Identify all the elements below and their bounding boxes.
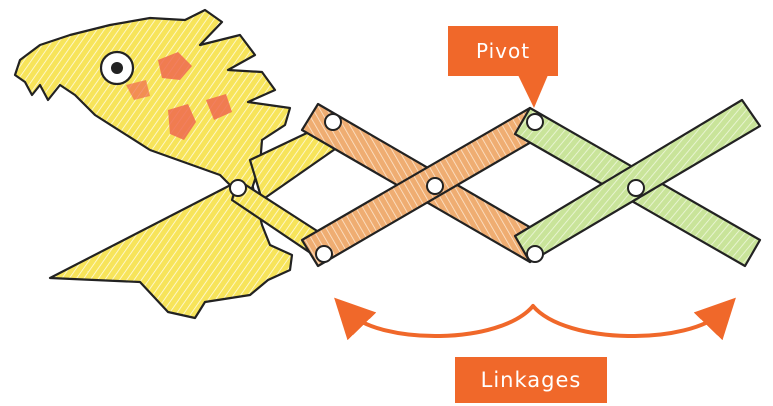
fish-spot (168, 104, 196, 140)
linkages-arrow (334, 297, 535, 341)
linkages-label-text: Linkages (480, 368, 582, 392)
fish-pupil (111, 62, 123, 74)
fish-tail (48, 173, 294, 320)
pivot-pointer (518, 75, 548, 108)
pivot-hole (315, 245, 333, 263)
fish-spot (126, 80, 150, 100)
pivot-label-text: Pivot (475, 39, 531, 63)
fish-head (13, 8, 292, 202)
pivot-hole (627, 179, 645, 197)
pivot-hole (526, 245, 544, 263)
pivot-hole (229, 179, 247, 197)
pivot-hole (324, 113, 342, 131)
linkages-label: Linkages (455, 357, 607, 403)
pivot-label: Pivot (448, 26, 558, 76)
pivot-hole (526, 113, 544, 131)
fish-spot (206, 94, 232, 120)
linkages-arrow (531, 297, 736, 341)
fish-spot (158, 52, 192, 80)
pivot-hole (426, 177, 444, 195)
